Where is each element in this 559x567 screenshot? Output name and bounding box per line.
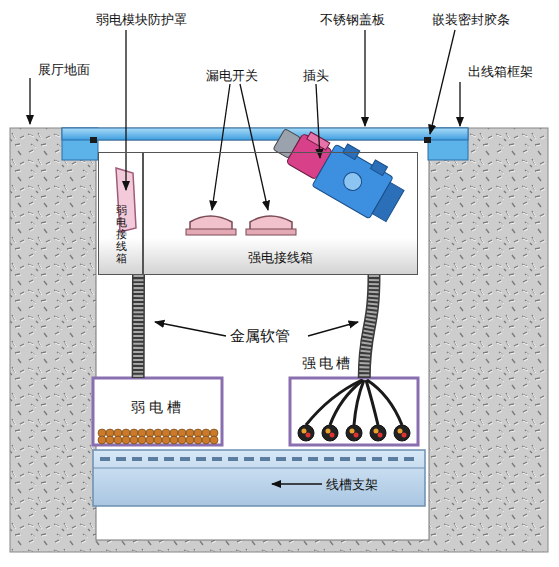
power-junction-box: 强电接线箱 [143, 152, 418, 275]
metal-hose [364, 275, 374, 378]
cover-plate-label: 不锈钢盖板 [320, 12, 385, 27]
node-label: 强电槽 [294, 356, 360, 371]
support-label: 线槽支架 [326, 477, 378, 492]
plug-label: 插头 [303, 68, 329, 83]
power-cable-tray: 强电槽 [290, 378, 418, 445]
breaker-label: 漏电开关 [206, 68, 258, 83]
node-label: 弱电槽 [93, 400, 222, 415]
cover-guard-label: 弱电模块防护罩 [96, 12, 187, 27]
node-label: 强电接线箱 [144, 250, 417, 265]
seal-strip-label: 嵌装密封胶条 [432, 12, 510, 27]
metal-hose [138, 275, 139, 378]
frame-label: 出线箱框架 [468, 64, 533, 79]
hose-label: 金属软管 [230, 329, 290, 344]
weak-cable-tray: 弱电槽 [93, 378, 222, 445]
weak-junction-box: 弱电 接线箱 [98, 152, 143, 275]
floor-label: 展厅地面 [38, 62, 90, 77]
node-label: 弱电 接线箱 [114, 205, 128, 265]
